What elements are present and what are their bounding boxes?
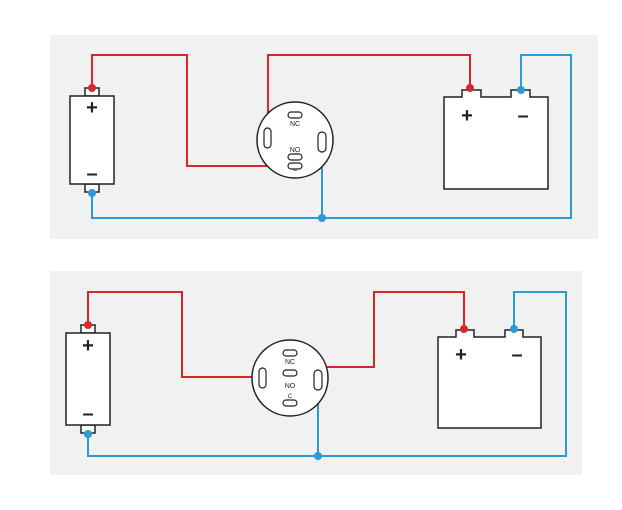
diagram-1-red-wire-source-to-switch (91, 54, 295, 167)
diagram-2-no-terminal (282, 369, 298, 377)
diagram-1-nc-terminal (287, 111, 303, 119)
diagram-1-switch-body (256, 101, 334, 179)
diagram-2-right-terminal (313, 369, 323, 391)
diagram-2-load-plus-label: + (455, 344, 467, 366)
diagram-2-switch-body (251, 339, 329, 417)
diagram-2-dot-load-plus (460, 325, 468, 333)
diagram-1-blue-wire-ground (91, 54, 572, 219)
diagram-1-switch: NC NO C (256, 101, 334, 179)
diagram-1: + – NC NO C + – (50, 35, 598, 239)
diagram-1-left-terminal (263, 127, 272, 149)
diagram-1-source-minus-label: – (86, 163, 97, 185)
diagram-2-c-label: C (288, 394, 293, 400)
diagram-1-dot-load-minus (517, 86, 525, 94)
diagram-1-load-plus-label: + (461, 105, 473, 127)
diagram-1-c-terminal (287, 162, 303, 170)
diagram-1-dot-load-plus (466, 84, 474, 92)
diagram-1-load-battery: + – (443, 89, 549, 190)
diagram-1-dot-source-minus (88, 189, 96, 197)
diagram-1-dot-source-plus (88, 84, 96, 92)
diagram-2-left-terminal (258, 367, 267, 389)
diagram-2-nc-terminal (282, 349, 298, 357)
diagram-1-no-label: NO (290, 147, 301, 154)
diagram-1-c-label: C (293, 167, 298, 173)
diagram-2-red-wire-switch-to-load (290, 291, 465, 368)
diagram-2-dot-source-minus (84, 430, 92, 438)
diagram-2-blue-wire-ground (87, 291, 567, 457)
diagram-1-no-terminal (287, 153, 303, 161)
diagram-2-source-battery: + – (65, 324, 111, 434)
diagram-1-red-wire-switch-to-load (267, 54, 471, 140)
diagram-2-nc-label: NC (285, 359, 295, 366)
diagram-1-dot-junction (318, 214, 326, 222)
diagram-2-dot-load-minus (510, 325, 518, 333)
diagram-1-source-plus-label: + (86, 97, 98, 119)
diagram-2-source-minus-label: – (82, 403, 93, 425)
diagram-2-red-wire-source-to-switch (87, 291, 262, 378)
diagram-1-load-minus-label: – (517, 105, 528, 127)
diagram-1-source-battery: + – (69, 87, 115, 193)
diagram-2-load-minus-label: – (511, 344, 522, 366)
diagram-2-source-plus-label: + (82, 335, 94, 357)
diagram-1-right-terminal (317, 131, 327, 153)
diagram-1-nc-label: NC (290, 121, 300, 128)
diagram-2-dot-source-plus (84, 321, 92, 329)
diagram-2-load-battery: + – (437, 329, 542, 429)
diagram-2-c-terminal (282, 399, 298, 407)
diagram-2-no-label: NO (285, 383, 296, 390)
diagram-2-dot-junction (314, 452, 322, 460)
diagram-2: + – NC NO C + – (50, 271, 582, 475)
diagram-2-switch: NC NO C (251, 339, 329, 417)
